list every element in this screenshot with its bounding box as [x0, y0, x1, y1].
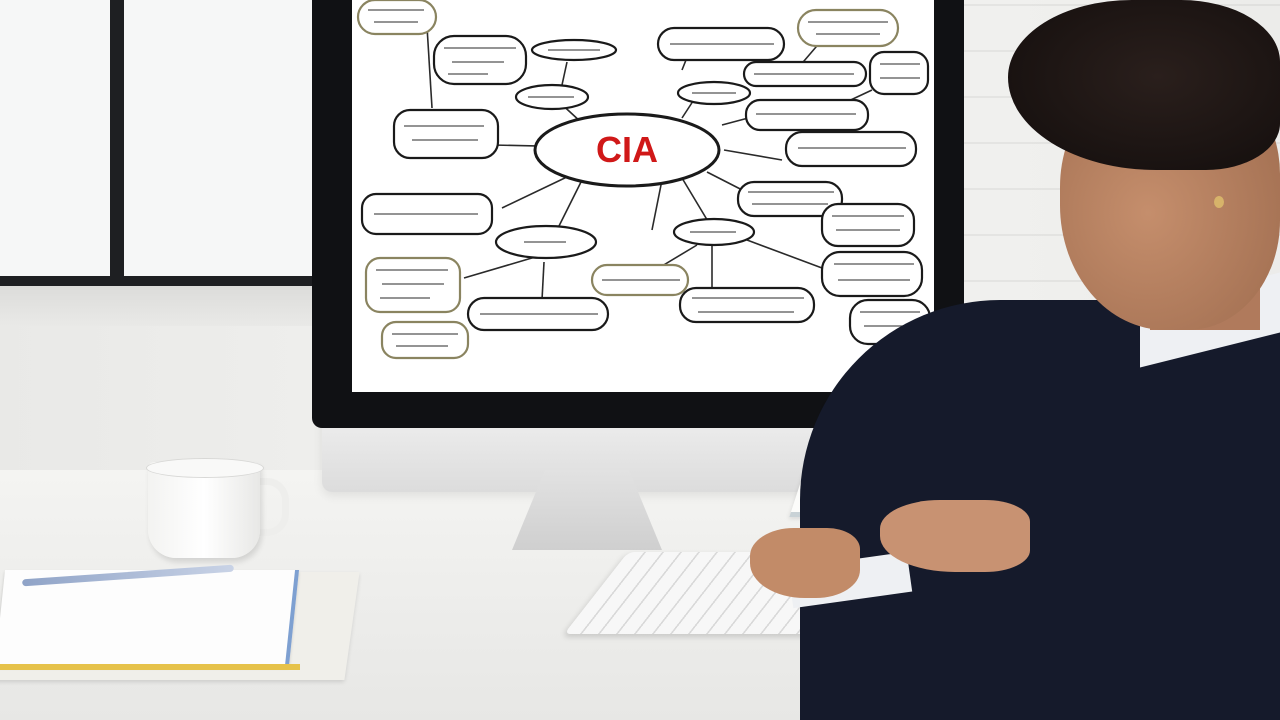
right-hand [880, 500, 1030, 572]
mind-map-node [744, 98, 870, 132]
left-hand [750, 528, 860, 598]
cup-rim [146, 458, 264, 478]
person-suit [800, 300, 1280, 720]
mind-map-node [820, 202, 916, 248]
earring [1214, 196, 1224, 208]
mind-map-node [820, 250, 924, 298]
mind-map-node [736, 180, 844, 218]
center-node-label: CIA [596, 129, 658, 170]
mind-map-node [868, 50, 930, 96]
mind-map-node [432, 34, 528, 86]
mind-map: CIA [352, 0, 934, 392]
window-frame-vertical [110, 0, 124, 290]
mind-map-node [784, 130, 918, 168]
coffee-cup [148, 462, 260, 558]
window-frame-horizontal [0, 276, 312, 288]
window-ledge [0, 286, 330, 326]
mind-map-node [356, 0, 438, 36]
mind-map-node [364, 256, 462, 314]
node-scribbles [368, 9, 920, 347]
yellow-folder-edge [0, 664, 300, 670]
connector [651, 179, 663, 231]
connector [723, 149, 783, 161]
center-node [533, 112, 721, 188]
mind-map-node [392, 108, 500, 160]
window [0, 0, 330, 300]
connector [541, 261, 545, 301]
mind-map-node [380, 320, 470, 360]
mind-map-svg: CIA [356, 0, 932, 360]
connector [746, 239, 823, 269]
person-hair [1008, 0, 1280, 170]
connector [463, 254, 543, 279]
cup-handle [250, 478, 289, 536]
monitor-screen: CIA [352, 0, 934, 392]
mind-map-node [678, 286, 816, 324]
mind-map-node [796, 8, 900, 48]
connector [561, 61, 568, 86]
